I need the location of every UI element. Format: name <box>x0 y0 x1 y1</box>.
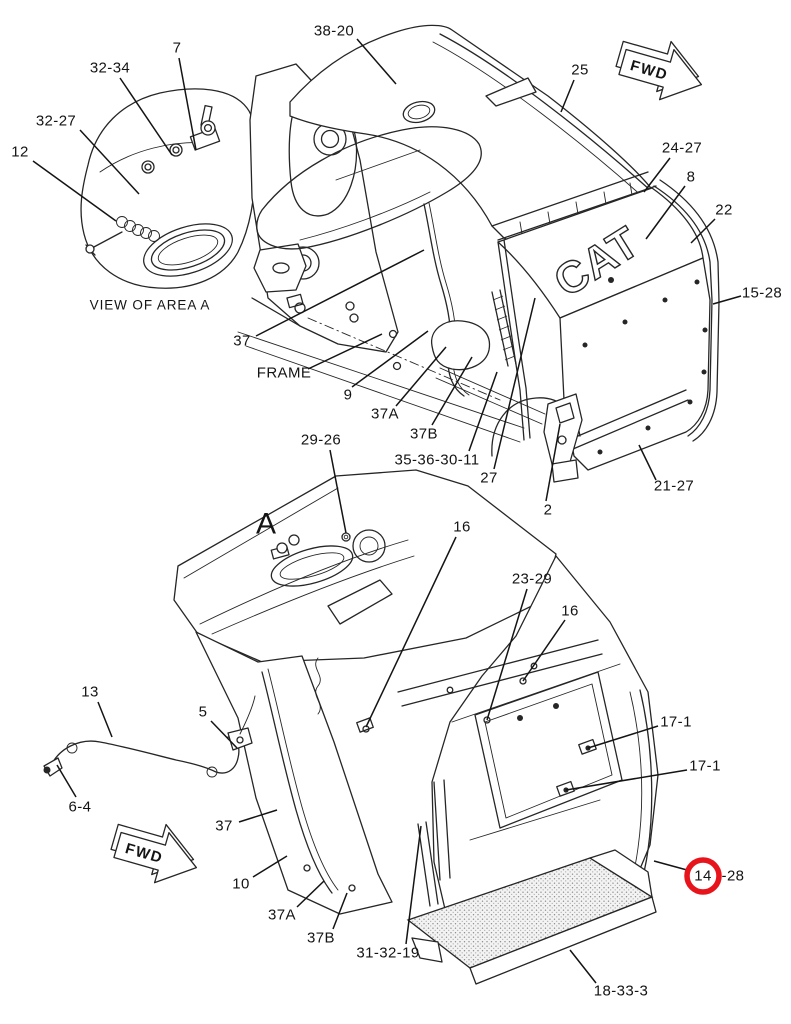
callout-15-28: 15-28 <box>742 285 782 302</box>
highlighted-callout-14-28: 14 -28 <box>653 857 745 895</box>
callout-12: 12 <box>11 144 29 161</box>
callout-27: 27 <box>480 470 498 487</box>
leader-line-7 <box>178 57 197 151</box>
leader-line-12 <box>32 160 117 222</box>
leader-line-5 <box>210 720 238 749</box>
leader-line-13 <box>97 701 113 738</box>
callout-10: 10 <box>232 876 250 893</box>
step-assembly <box>406 849 657 985</box>
callout-37B: 37B <box>307 930 335 947</box>
leader-line-16 <box>365 536 457 728</box>
callout-32-27: 32-27 <box>36 113 76 130</box>
callout-38-20: 38-20 <box>314 23 354 40</box>
leader-line-29-26 <box>329 449 347 534</box>
callout-17-1: 17-1 <box>689 758 721 775</box>
leader-line-10 <box>252 855 288 878</box>
leader-line-22 <box>690 218 716 244</box>
callout-9: 9 <box>344 387 353 404</box>
seal-strip <box>491 289 517 367</box>
callout-37A: 37A <box>371 406 399 423</box>
callout-18-33-3: 18-33-3 <box>594 983 649 1000</box>
callout-37: 37 <box>215 818 233 835</box>
lower-hood-cover: A <box>173 469 557 663</box>
leader-line-37B <box>431 356 473 426</box>
fwd-arrow-bottom: FWD <box>110 823 198 884</box>
callout-37B: 37B <box>410 426 438 443</box>
hood-latch-parts <box>270 532 351 560</box>
callout-FRAME: FRAME <box>257 365 312 382</box>
latch-spring <box>85 216 160 256</box>
leader-line-8 <box>645 185 686 240</box>
hood-rear-assembly: CAT <box>431 171 720 483</box>
callout-28-suffix: -28 <box>722 868 745 885</box>
callout-17-1: 17-1 <box>660 714 692 731</box>
leader-line-18-33-3 <box>569 949 597 984</box>
fwd-arrow-top: FWD <box>615 40 703 101</box>
callout-24-27: 24-27 <box>662 140 702 157</box>
lower-door-panel <box>195 631 393 915</box>
leader-line-38-20 <box>356 38 397 85</box>
callout-13: 13 <box>81 684 99 701</box>
latch-bracket <box>543 393 583 483</box>
callout-22: 22 <box>715 202 733 219</box>
leader-line-31-32-19 <box>405 825 422 945</box>
leader-line-32-27 <box>79 129 140 195</box>
leader-line-6-4 <box>56 764 77 798</box>
leader-line-37B <box>332 892 348 930</box>
leader-line-37 <box>255 249 425 337</box>
callout-35-36-30-11: 35-36-30-11 <box>394 452 479 469</box>
callout-32-34: 32-34 <box>90 60 130 77</box>
red-highlight-circle <box>684 857 722 895</box>
leader-line-23-29 <box>486 588 528 721</box>
release-cable <box>43 695 256 778</box>
callout-5: 5 <box>199 704 208 721</box>
callout-7: 7 <box>173 40 182 57</box>
leader-line-37A <box>395 346 447 407</box>
leader-line-35-36-30-11 <box>468 371 498 452</box>
callout-31-32-19: 31-32-19 <box>356 945 419 962</box>
callout-29-26: 29-26 <box>301 432 341 449</box>
leader-line-37 <box>238 809 278 823</box>
callout-21-27: 21-27 <box>654 478 694 495</box>
leader-line-17-1 <box>587 725 659 749</box>
detail-view-area-a <box>80 88 256 289</box>
leader-line-24-27 <box>643 157 671 193</box>
callout-14: 14 <box>694 868 712 885</box>
leader-line-16 <box>522 619 566 682</box>
callout-37: 37 <box>233 333 251 350</box>
area-a-marker: A <box>256 508 276 541</box>
callout-16: 16 <box>561 603 579 620</box>
leader-line-27 <box>493 297 536 470</box>
leader-line-37A <box>296 880 325 908</box>
leader-line-FRAME <box>307 333 383 370</box>
callout-2: 2 <box>544 502 553 519</box>
callout-16: 16 <box>453 519 471 536</box>
leader-line-2 <box>545 423 561 502</box>
leader-line-9 <box>351 330 429 388</box>
leader-line-32-34 <box>119 77 173 156</box>
leader-line-14-28 <box>653 860 688 871</box>
callout-23-29: 23-29 <box>512 571 552 588</box>
leader-line-21-27 <box>638 444 657 481</box>
callout-8: 8 <box>687 169 696 186</box>
callout-37A: 37A <box>268 907 296 924</box>
view-of-area-a-label: VIEW OF AREA A <box>90 298 211 313</box>
callouts-layer: 38-20732-3432-27122524-2782215-2837FRAME… <box>11 23 782 1000</box>
latch-hardware <box>141 104 221 174</box>
leader-line-25 <box>560 79 575 113</box>
callout-6-4: 6-4 <box>69 799 92 816</box>
latch-opening <box>143 223 233 277</box>
leader-line-15-28 <box>712 295 742 305</box>
callout-25: 25 <box>571 62 589 79</box>
leader-line-17-1 <box>565 769 688 791</box>
